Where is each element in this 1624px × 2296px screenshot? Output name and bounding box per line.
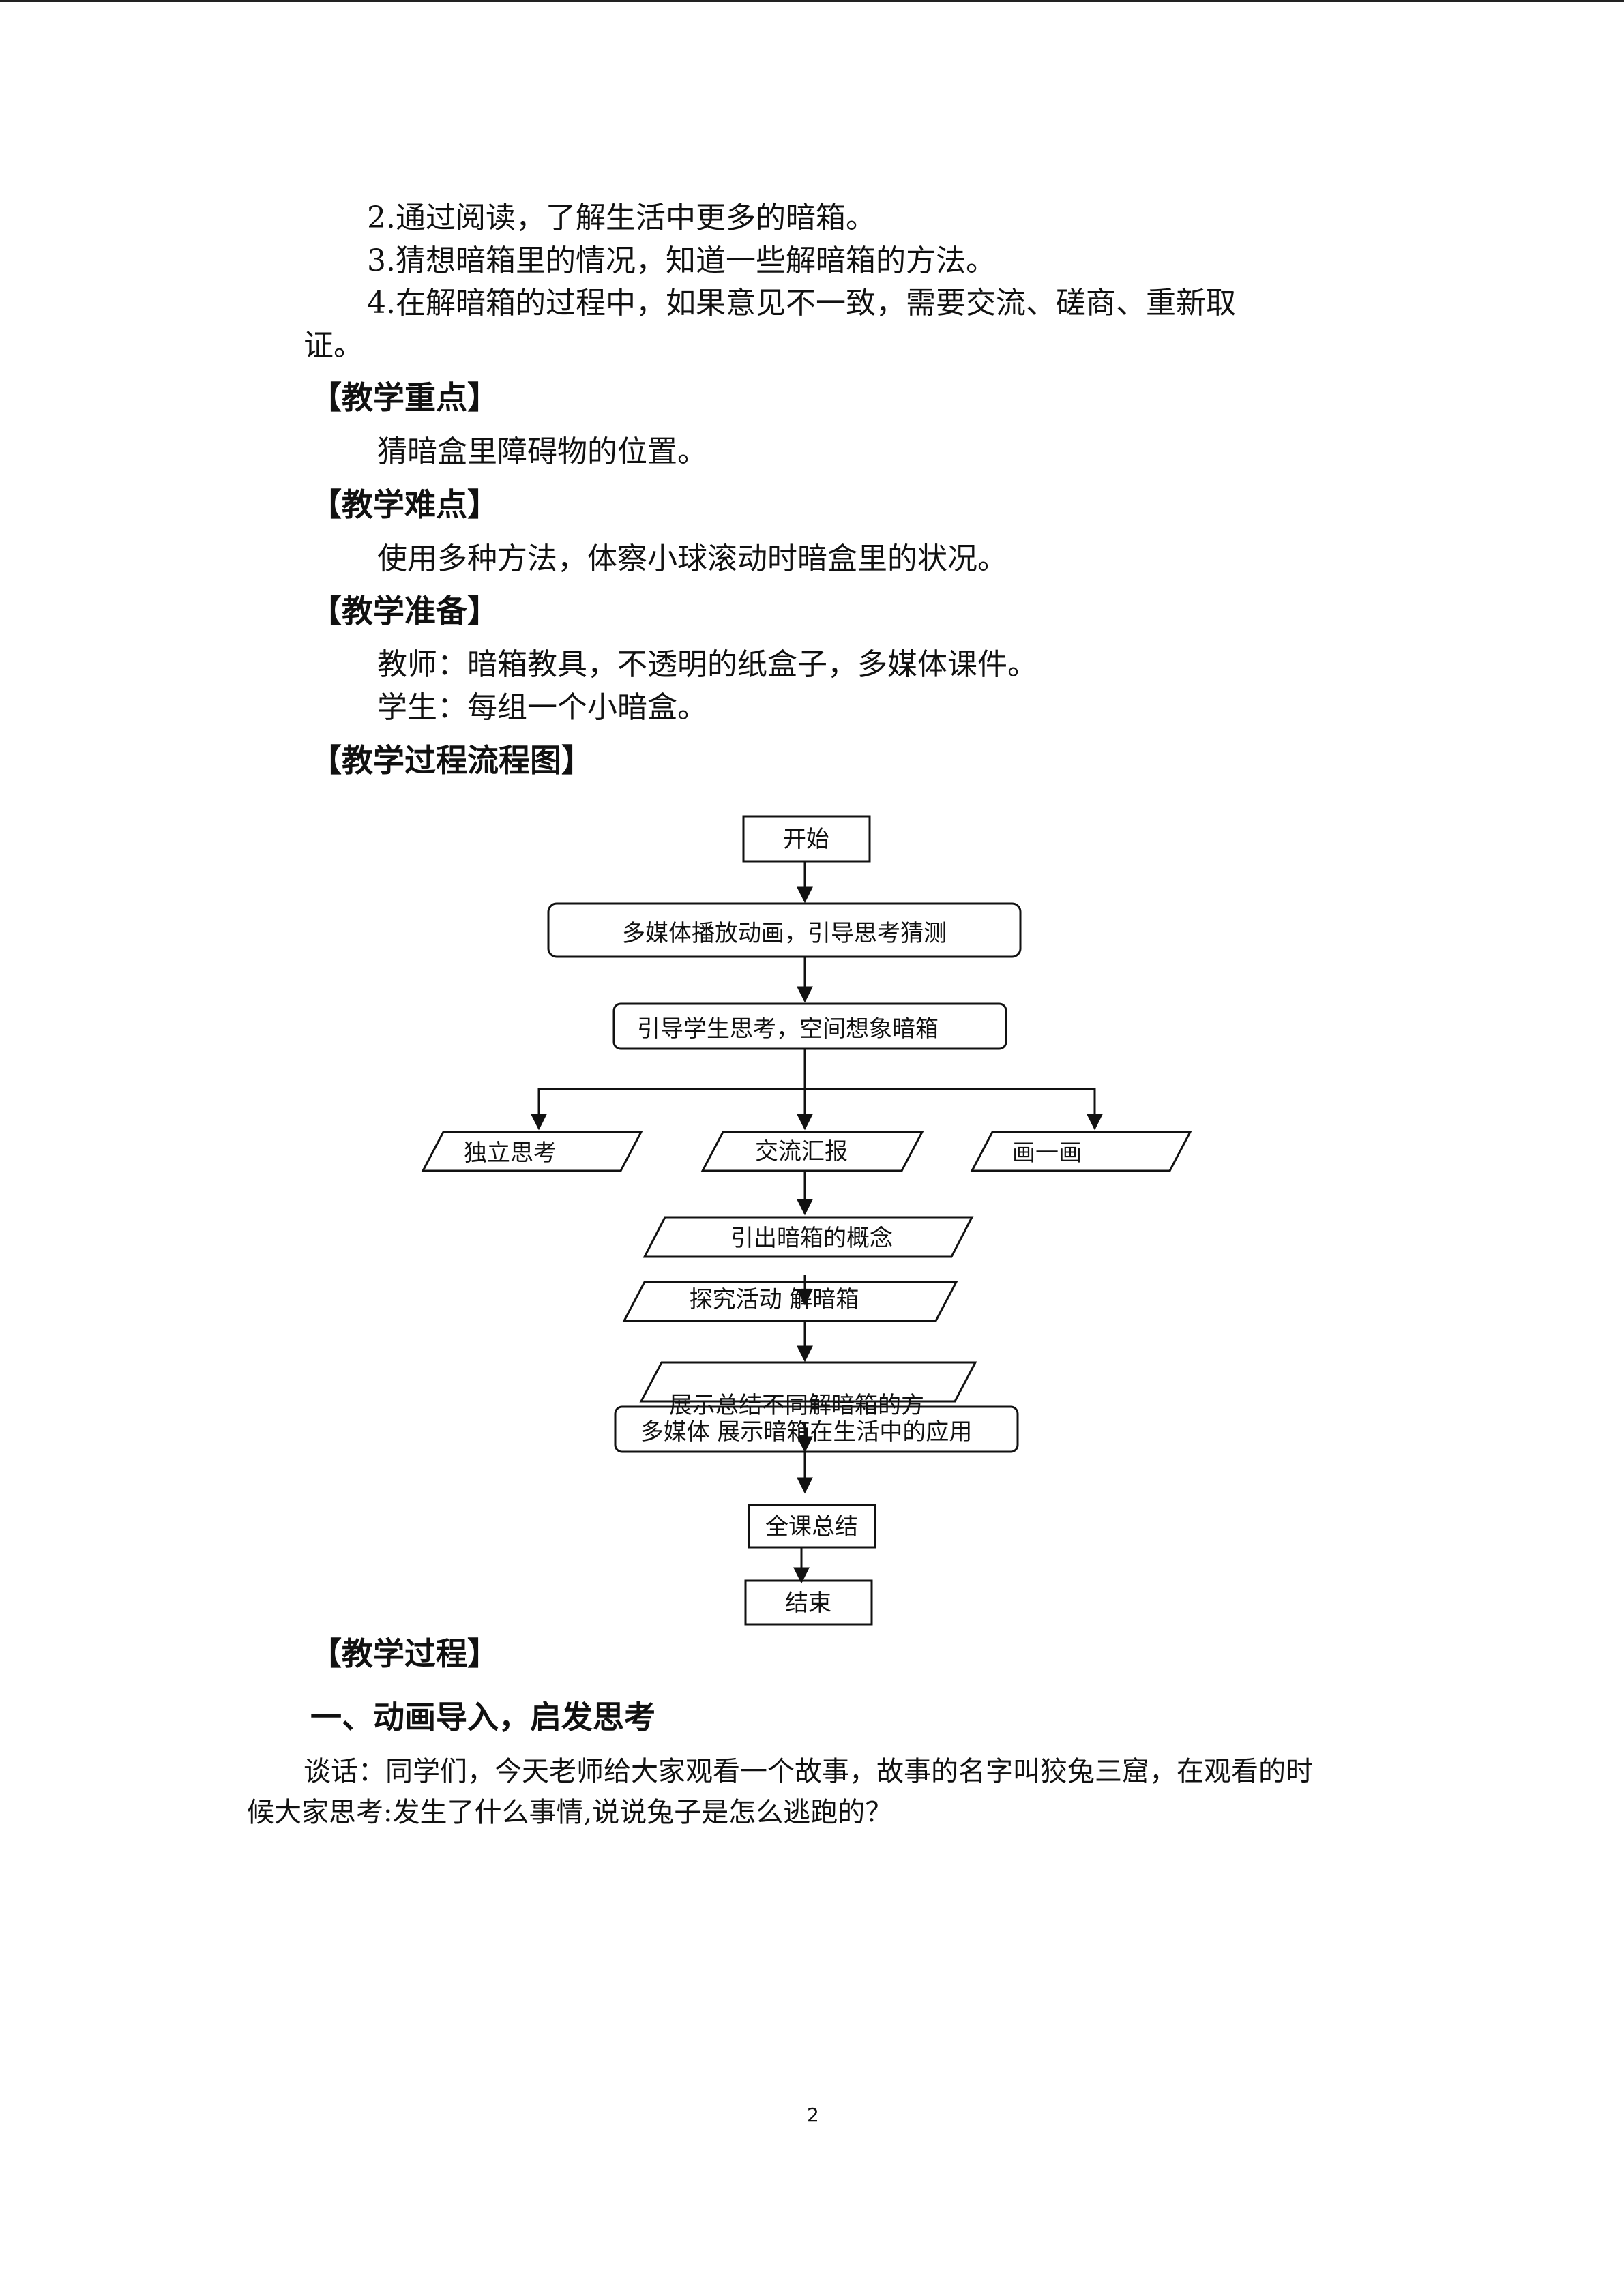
step6-label: 多媒体 展示暗箱在生活中的应用	[640, 1418, 973, 1446]
step2-label: 引导学生思考，空间想象暗箱	[637, 1015, 939, 1043]
objective-3: 3.猜想暗箱里的情况，知道一些解暗箱的方法。	[367, 243, 996, 278]
step2-box	[612, 1002, 1007, 1050]
start-box	[742, 815, 871, 863]
branch-mid-box	[700, 1131, 924, 1172]
difficulty-heading: 【教学难点】	[310, 486, 499, 523]
step4-label: 探究活动 解暗箱	[690, 1286, 859, 1313]
intro-paragraph-line1: 谈话：同学们，今天老师给大家观看一个故事，故事的名字叫狡兔三窟，在观看的时	[304, 1756, 1313, 1787]
branch-right-box	[970, 1131, 1192, 1172]
step1-box	[547, 902, 1022, 958]
process-heading: 【教学过程】	[310, 1635, 499, 1672]
section1-title: 一、动画导入，启发思考	[310, 1699, 655, 1735]
intro-paragraph-line2: 候大家思考:发生了什么事情,说说兔子是怎么逃跑的？	[247, 1797, 893, 1828]
step3-box	[643, 1216, 974, 1258]
step7-label: 全课总结	[765, 1513, 858, 1540]
flowchart-heading: 【教学过程流程图】	[310, 742, 593, 779]
step1-label: 多媒体播放动画，引导思考猜测	[622, 920, 947, 947]
branch-line	[531, 1088, 1103, 1131]
preparation-student: 学生：每组一个小暗盒。	[377, 690, 707, 725]
step6-box	[614, 1405, 1019, 1453]
end-box	[744, 1579, 873, 1626]
focus-text: 猜暗盒里障碍物的位置。	[377, 434, 707, 469]
step5-box	[639, 1361, 977, 1403]
end-label: 结束	[785, 1590, 831, 1617]
branch-left-label: 独立思考	[464, 1139, 557, 1167]
step7-box	[748, 1504, 876, 1549]
start-label: 开始	[783, 826, 829, 853]
step4-box	[622, 1281, 958, 1322]
teaching-flowchart: 开始 多媒体播放动画，引导思考猜测 引导学生思考，空间想象暗箱 独立思考 交流汇…	[421, 815, 1192, 1626]
preparation-teacher: 教师：暗箱教具，不透明的纸盒子，多媒体课件。	[377, 647, 1037, 682]
branch-left-box	[421, 1131, 643, 1172]
difficulty-text: 使用多种方法，体察小球滚动时暗盒里的状况。	[377, 541, 1007, 576]
page-number: 2	[807, 2104, 819, 2126]
top-border	[0, 0, 1624, 2]
objective-4: 4.在解暗箱的过程中，如果意见不一致，需要交流、磋商、重新取	[367, 286, 1236, 320]
branch-right-label: 画一画	[1012, 1139, 1082, 1167]
objective-2: 2.通过阅读，了解生活中更多的暗箱。	[367, 200, 876, 235]
step5-label: 展示总结不同解暗箱的方	[669, 1392, 924, 1419]
step3-label: 引出暗箱的概念	[730, 1225, 893, 1252]
focus-heading: 【教学重点】	[310, 379, 499, 416]
objective-4-cont: 证。	[304, 328, 364, 363]
branch-mid-label: 交流汇报	[755, 1138, 848, 1165]
preparation-heading: 【教学准备】	[310, 593, 499, 629]
